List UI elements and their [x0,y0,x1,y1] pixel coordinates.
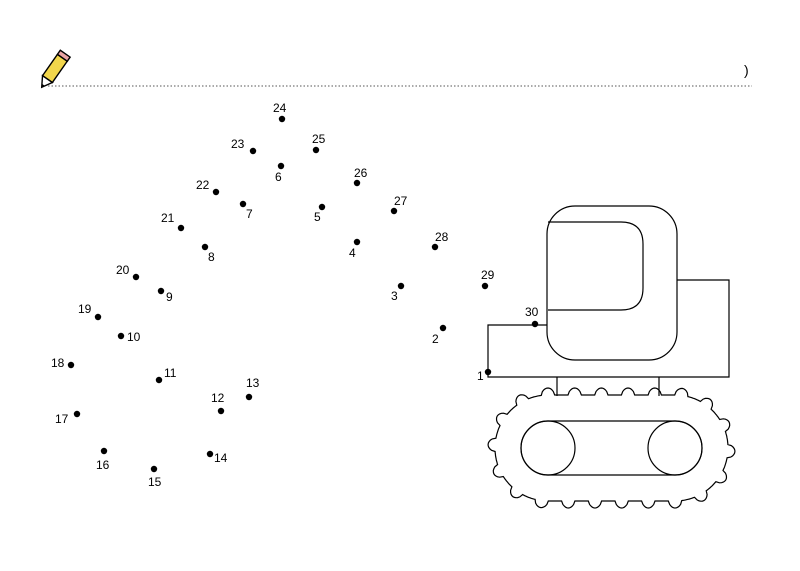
dot-18 [67,361,75,369]
dot-8 [201,243,209,251]
dot-22 [212,188,220,196]
dot-16 [100,447,108,455]
dot-label-13: 13 [246,376,260,390]
pencil-icon [40,49,72,89]
track-wheel-right [647,420,703,476]
dot-label-27: 27 [394,194,408,208]
excavator-drawing [487,205,736,509]
dot-6 [277,162,285,170]
dot-label-3: 3 [391,289,398,303]
dot-label-8: 8 [208,250,215,264]
dot-5 [318,203,326,211]
dot-11 [155,376,163,384]
dot-13 [245,393,253,401]
dot-23 [249,147,257,155]
dot-label-17: 17 [55,412,69,426]
dot-28 [431,243,439,251]
dot-2 [439,324,447,332]
dot-30 [531,320,539,328]
dot-25 [312,146,320,154]
dot-29 [481,282,489,290]
dot-label-7: 7 [246,207,253,221]
dot-label-23: 23 [231,137,245,151]
dot-label-21: 21 [161,211,175,225]
dot-label-10: 10 [127,330,141,344]
dot-label-6: 6 [275,170,282,184]
dot-17 [73,410,81,418]
dot-label-20: 20 [116,263,130,277]
dot-label-19: 19 [78,302,92,316]
dot-7 [239,200,247,208]
dot-1 [484,368,492,376]
dot-label-18: 18 [51,356,65,370]
dot-label-14: 14 [214,451,228,465]
excavator-cab [546,205,678,361]
dot-label-5: 5 [314,210,321,224]
dot-19 [94,313,102,321]
dot-label-16: 16 [96,458,110,472]
dot-15 [150,465,158,473]
dot-label-9: 9 [166,290,173,304]
dot-layer: 1234567891011121314151617181920212223242… [51,101,539,489]
dot-3 [397,282,405,290]
track-wheel-left [520,420,576,476]
dot-label-25: 25 [312,132,326,146]
cab-window [548,221,644,311]
crawler-track [487,387,736,509]
dot-10 [117,332,125,340]
dot-26 [353,179,361,187]
dot-14 [206,450,214,458]
dot-label-2: 2 [432,332,439,346]
dot-27 [390,207,398,215]
dot-label-28: 28 [435,230,449,244]
dot-21 [177,224,185,232]
track-frame [520,420,703,476]
dot-label-26: 26 [354,166,368,180]
dot-12 [217,407,225,415]
dot-label-29: 29 [481,268,495,282]
engine-housing [487,279,730,378]
dot-9 [157,287,165,295]
dot-label-22: 22 [196,178,210,192]
closing-paren: ) [744,62,749,78]
dot-label-1: 1 [477,369,484,383]
dot-label-11: 11 [164,366,177,380]
dot-label-24: 24 [273,101,287,115]
dot-24 [278,115,286,123]
dot-label-12: 12 [211,391,225,405]
dot-label-30: 30 [525,305,539,319]
dot-20 [132,273,140,281]
dot-label-4: 4 [349,246,356,260]
dot-label-15: 15 [148,475,162,489]
dot-4 [353,238,361,246]
